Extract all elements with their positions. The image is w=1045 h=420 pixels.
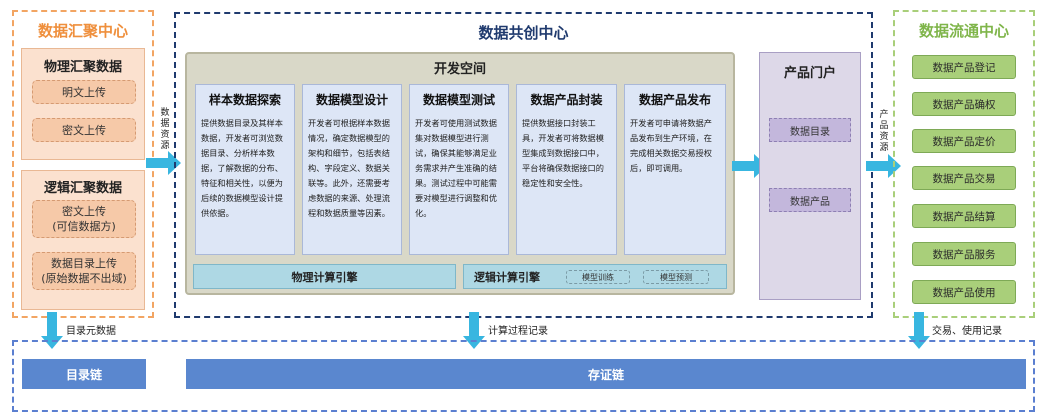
circulation-center-title: 数据流通中心: [918, 22, 1009, 40]
logical-compute-engine-label: 逻辑计算引擎: [474, 270, 540, 284]
right-arrow-icon: [866, 154, 901, 178]
data-resource-label: 数据资源: [160, 108, 170, 151]
module-model-testing: 数据模型测试 开发者可使用测试数据集对数据模型进行测试，确保其能够满足业务需求并…: [409, 84, 509, 255]
trade-usage-record-label: 交易、使用记录: [932, 326, 1002, 337]
module-model-design: 数据模型设计 开发者可根据样本数据情况，确定数据模型的架构和细节，包括表结构、字…: [302, 84, 402, 255]
down-arrow-icon: [908, 312, 930, 349]
product-portal-title: 产品门户: [783, 66, 836, 81]
module-text: 开发者可根据样本数据情况，确定数据模型的架构和细节，包括表结构、字段定义、数据关…: [308, 118, 390, 218]
logical-aggregation-title: 逻辑汇聚数据: [43, 181, 122, 196]
product-pricing-item: 数据产品定价: [912, 129, 1016, 153]
product-registration-item: 数据产品登记: [912, 55, 1016, 79]
product-trading-item: 数据产品交易: [912, 166, 1016, 190]
circulation-center-panel: [893, 10, 1035, 318]
model-prediction-tag: 模型预测: [643, 270, 709, 284]
co-creation-center-title: 数据共创中心: [478, 24, 569, 42]
module-title: 数据模型测试: [422, 93, 495, 107]
dev-space-title: 开发空间: [433, 62, 486, 77]
catalog-upload-item: 数据目录上传 (原始数据不出域): [32, 252, 136, 290]
product-portal-panel: [759, 52, 861, 300]
module-title: 数据产品发布: [638, 93, 711, 107]
model-training-tag: 模型训练: [566, 270, 630, 284]
module-product-packaging: 数据产品封装 提供数据接口封装工具，开发者可将数据模型集成到数据接口中，平台将确…: [516, 84, 617, 255]
right-arrow-icon: [146, 151, 181, 175]
physical-compute-engine: 物理计算引擎: [193, 264, 456, 289]
down-arrow-icon: [463, 312, 485, 349]
right-arrow-icon: [732, 154, 767, 178]
module-product-release: 数据产品发布 开发者可申请将数据产品发布到生产环境，在完成相关数据交易授权后，即…: [624, 84, 726, 255]
blockchain-panel: [12, 340, 1035, 412]
module-text: 提供数据接口封装工具，开发者可将数据模型集成到数据接口中，平台将确保数据接口的稳…: [522, 118, 604, 188]
module-text: 提供数据目录及其样本数据，开发者可浏览数据目录、分析样本数据，了解数据的分布、特…: [201, 118, 283, 218]
portal-data-product: 数据产品: [769, 188, 851, 212]
module-title: 样本数据探索: [208, 93, 281, 107]
down-arrow-icon: [41, 312, 63, 349]
compute-record-label: 计算过程记录: [488, 326, 548, 337]
portal-data-catalog: 数据目录: [769, 118, 851, 142]
product-usage-item: 数据产品使用: [912, 280, 1016, 304]
aggregation-center-title: 数据汇聚中心: [37, 22, 128, 40]
plaintext-upload-item: 明文上传: [32, 80, 136, 104]
module-title: 数据模型设计: [315, 93, 388, 107]
module-title: 数据产品封装: [530, 93, 603, 107]
module-text: 开发者可申请将数据产品发布到生产环境，在完成相关数据交易授权后，即可调用。: [630, 118, 712, 173]
ciphertext-upload-item: 密文上传: [32, 118, 136, 142]
catalog-metadata-label: 目录元数据: [66, 326, 116, 337]
trusted-ciphertext-upload-item: 密文上传 (可信数据方): [32, 200, 136, 238]
product-service-item: 数据产品服务: [912, 242, 1016, 266]
module-text: 开发者可使用测试数据集对数据模型进行测试，确保其能够满足业务需求并产生准确的结果…: [415, 118, 497, 218]
product-resource-label: 产品资源: [879, 110, 889, 153]
product-ownership-item: 数据产品确权: [912, 92, 1016, 116]
catalog-chain: 目录链: [22, 359, 146, 389]
physical-aggregation-title: 物理汇聚数据: [43, 60, 122, 75]
product-settlement-item: 数据产品结算: [912, 204, 1016, 228]
module-sample-exploration: 样本数据探索 提供数据目录及其样本数据，开发者可浏览数据目录、分析样本数据，了解…: [195, 84, 295, 255]
evidence-chain: 存证链: [186, 359, 1026, 389]
